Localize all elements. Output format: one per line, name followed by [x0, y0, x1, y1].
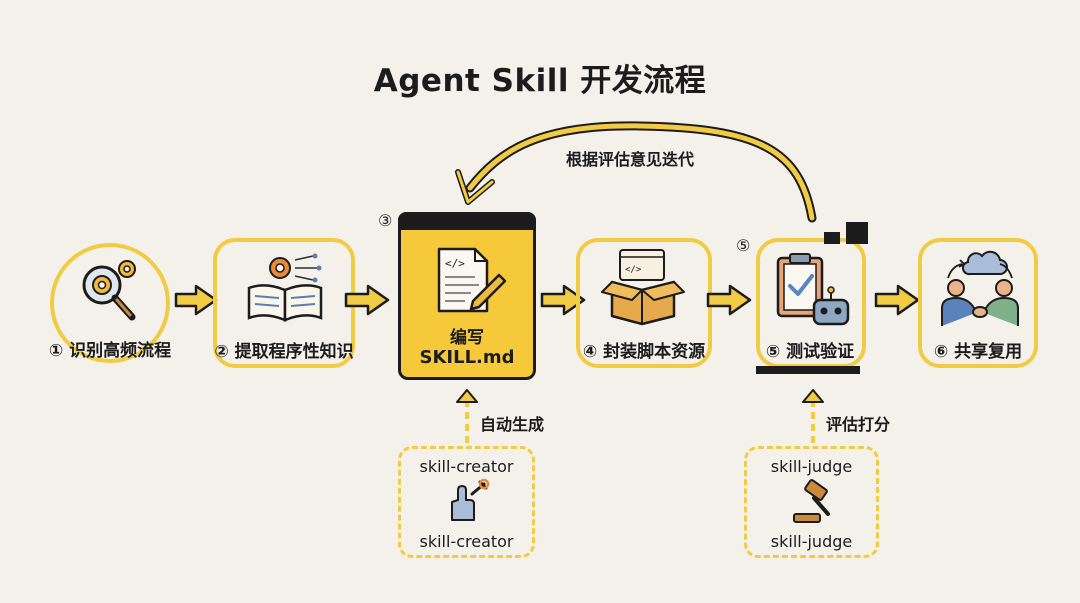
judge-arrow-label: 评估打分 [826, 415, 891, 434]
step-5-underline-bar [756, 366, 860, 374]
gavel-icon [793, 479, 830, 523]
dashed-arrow-up-judge [802, 389, 824, 444]
creator-arrow-label: 自动生成 [480, 415, 545, 434]
dashed-arrow-up-creator [456, 389, 478, 444]
step-3-label-line2: SKILL.md [419, 347, 515, 368]
step-6-node [918, 238, 1038, 368]
skill-judge-box [744, 446, 879, 558]
skill-judge-top-label: skill-judge [770, 457, 853, 476]
code-document-pencil-icon: </> [437, 247, 507, 313]
step-1-node [50, 243, 170, 363]
step-6-label: ⑥ 共享复用 [933, 342, 1023, 362]
svg-text:</>: </> [625, 265, 642, 275]
arrow-2-to-3 [344, 284, 390, 316]
handshake-icon [941, 250, 1019, 326]
step-2-label: ② 提取程序性知识 [214, 342, 354, 362]
arrow-3-to-4 [540, 284, 586, 316]
arrow-1-to-2 [174, 284, 218, 316]
step-4-label: ④ 封装脚本资源 [582, 342, 706, 362]
arrow-4-to-5 [706, 284, 752, 316]
step-5-number: ⑤ [736, 236, 751, 255]
step-3-node: </> 编写 SKILL.md [398, 212, 536, 380]
step-5-marker-square-2 [846, 222, 868, 244]
svg-text:</>: </> [445, 257, 465, 270]
diagram-title: Agent Skill 开发流程 [373, 63, 707, 99]
skill-creator-top-label: skill-creator [419, 457, 514, 476]
magnifier-gears-icon [82, 260, 136, 321]
skill-creator-bottom-label: skill-creator [419, 532, 514, 551]
feedback-loop-label: 根据评估意见迭代 [566, 150, 695, 169]
step-3-label-line1: 编写 [450, 328, 484, 348]
step-5-marker-square-1 [824, 232, 840, 244]
skill-creator-box [398, 446, 535, 558]
step-1-label: ① 识别高频流程 [48, 341, 172, 361]
step-3-top-bar [398, 212, 536, 230]
arrow-5-to-6 [874, 284, 920, 316]
clipboard-robot-icon [776, 253, 850, 326]
skill-judge-bottom-label: skill-judge [770, 532, 853, 551]
step-5-label: ⑤ 测试验证 [765, 342, 855, 362]
book-gear-icon [247, 253, 323, 322]
hand-wrench-icon [451, 478, 490, 521]
box-code-icon: </> [601, 249, 685, 326]
step-3-number: ③ [378, 211, 393, 230]
